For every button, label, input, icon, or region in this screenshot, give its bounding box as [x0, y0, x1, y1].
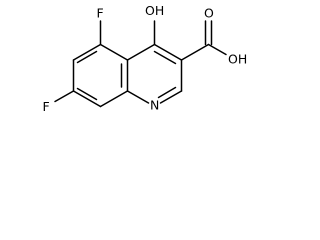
- bond-c3-carboxyl-carbon: [180, 43, 210, 61]
- carbonyl-oxygen-label: O: [204, 6, 214, 21]
- carboxylic-acid-hydroxy-label: OH: [228, 52, 247, 67]
- fluorine-left-label: F: [43, 99, 50, 114]
- bond-c8-c8a: [99, 90, 129, 108]
- bond-c4-c3: [153, 43, 183, 61]
- bond-c7-f: [54, 90, 75, 103]
- bond-c5-c6: [72, 43, 102, 61]
- bond-c4a-c4: [126, 43, 156, 61]
- pyridine-ring: [126, 43, 183, 104]
- quinoline-carboxylic-acid-structure: F F OH O OH N: [43, 3, 248, 114]
- bond-n1-c8a: [126, 90, 150, 104]
- bond-c7-c8-inner: [76, 87, 98, 101]
- ring-nitrogen-label: N: [150, 98, 159, 113]
- bond-c5-c6-inner: [76, 50, 98, 64]
- substituent-bonds: [54, 20, 227, 103]
- left-benzene-ring: [72, 43, 129, 108]
- bond-carboxyl-oh: [207, 43, 227, 56]
- bond-c2-n1: [159, 90, 183, 104]
- bond-c4a-c5: [99, 43, 129, 61]
- bond-c7-c8: [72, 90, 102, 108]
- fluorine-top-label: F: [97, 6, 104, 21]
- bond-c4-c3-inner: [153, 50, 177, 65]
- atom-labels: F F OH O OH N: [43, 3, 248, 114]
- bond-c2-n1-inner: [157, 86, 177, 99]
- hydroxy-label: OH: [145, 3, 164, 18]
